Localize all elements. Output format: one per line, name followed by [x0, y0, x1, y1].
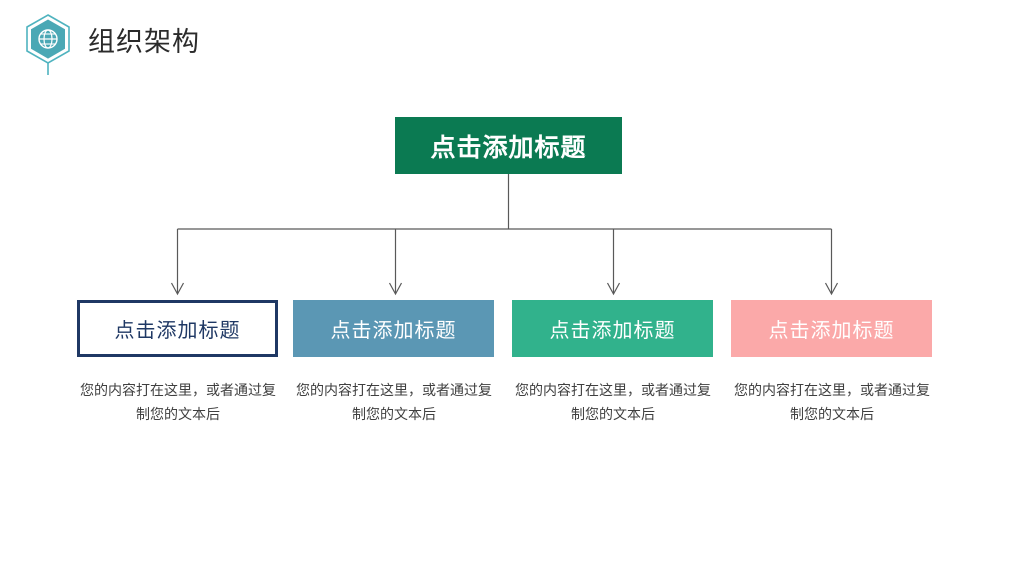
arrowhead-4 — [824, 282, 839, 296]
arrowhead-1 — [170, 282, 185, 296]
child-node-2-label: 点击添加标题 — [330, 320, 457, 342]
child-caption-2: 您的内容打在这里，或者通过复制您的文本后 — [296, 382, 492, 422]
arrowhead-2 — [388, 282, 403, 296]
slide-header: 组织架构 — [0, 0, 1024, 86]
child-node-3[interactable]: 点击添加标题 — [512, 300, 713, 357]
child-node-4[interactable]: 点击添加标题 — [731, 300, 932, 357]
child-node-1-label: 点击添加标题 — [114, 320, 241, 342]
root-node[interactable]: 点击添加标题 — [395, 117, 622, 174]
child-node-2[interactable]: 点击添加标题 — [293, 300, 494, 357]
child-caption-1: 您的内容打在这里，或者通过复制您的文本后 — [80, 382, 276, 422]
child-node-3-label: 点击添加标题 — [549, 320, 676, 342]
globe-hexagon-icon — [18, 13, 78, 75]
child-caption-4: 您的内容打在这里，或者通过复制您的文本后 — [734, 382, 930, 422]
arrowhead-3 — [606, 282, 621, 296]
child-caption-3: 您的内容打在这里，或者通过复制您的文本后 — [515, 382, 711, 422]
page-title: 组织架构 — [88, 27, 200, 57]
root-node-label: 点击添加标题 — [430, 133, 587, 162]
child-node-1[interactable]: 点击添加标题 — [77, 300, 278, 357]
child-node-4-label: 点击添加标题 — [768, 320, 895, 342]
